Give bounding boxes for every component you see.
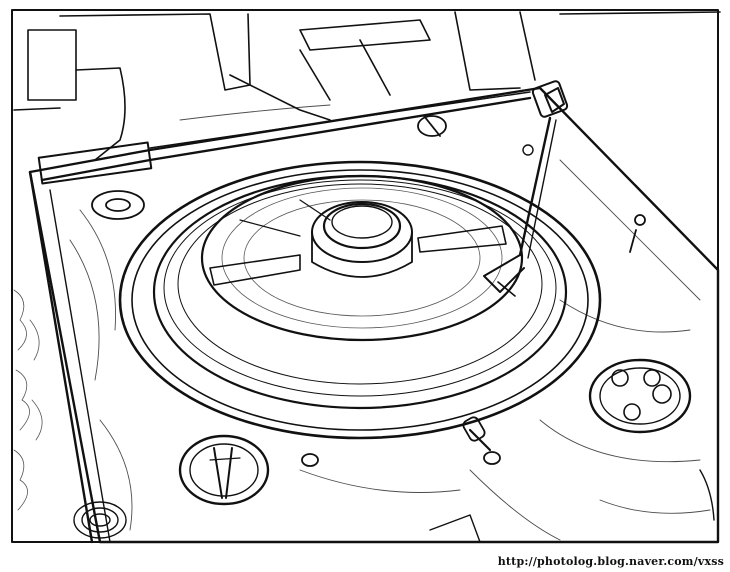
vinyl-record bbox=[200, 174, 524, 342]
control-plate bbox=[588, 358, 692, 434]
speed-knob bbox=[178, 434, 270, 506]
deck-fittings bbox=[91, 115, 646, 467]
tonearm bbox=[483, 80, 569, 297]
carpet-texture bbox=[13, 289, 43, 511]
center-spindle bbox=[311, 201, 413, 278]
wood-grain bbox=[69, 104, 711, 541]
background-room bbox=[13, 11, 721, 161]
wooden-deck bbox=[28, 86, 720, 544]
coil-detail bbox=[73, 469, 715, 543]
watermark-url: http://photolog.blog.naver.com/vxss bbox=[497, 555, 724, 568]
picture-frame bbox=[11, 9, 719, 543]
